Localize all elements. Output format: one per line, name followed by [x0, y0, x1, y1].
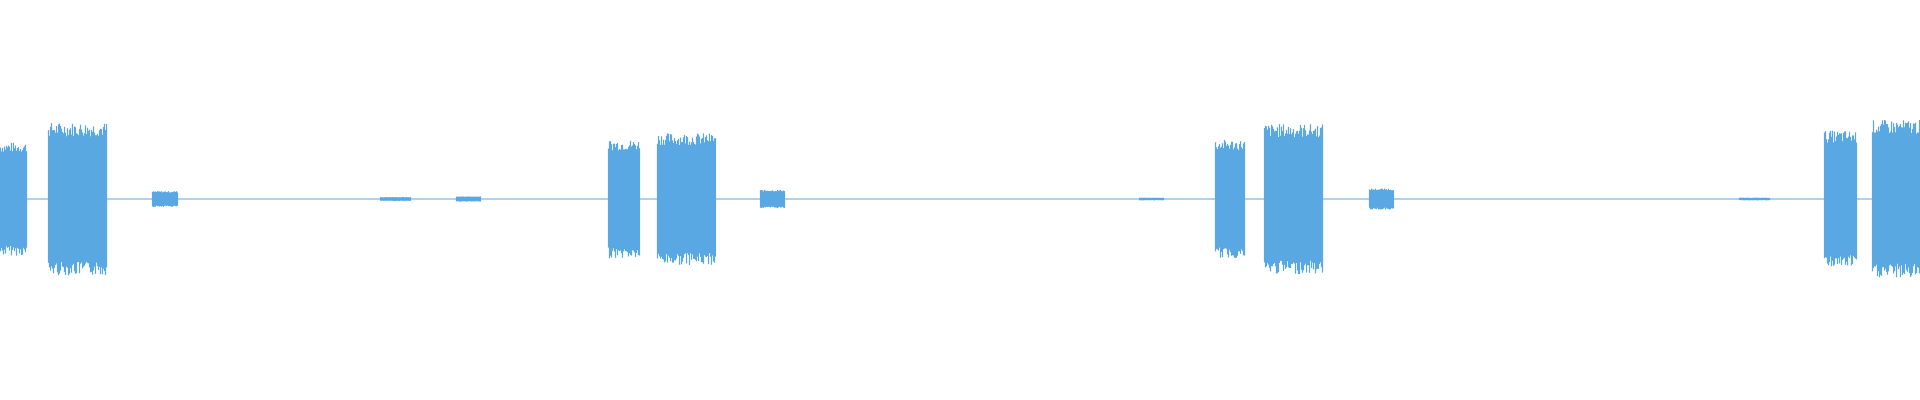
- waveform-bars: [0, 120, 1920, 278]
